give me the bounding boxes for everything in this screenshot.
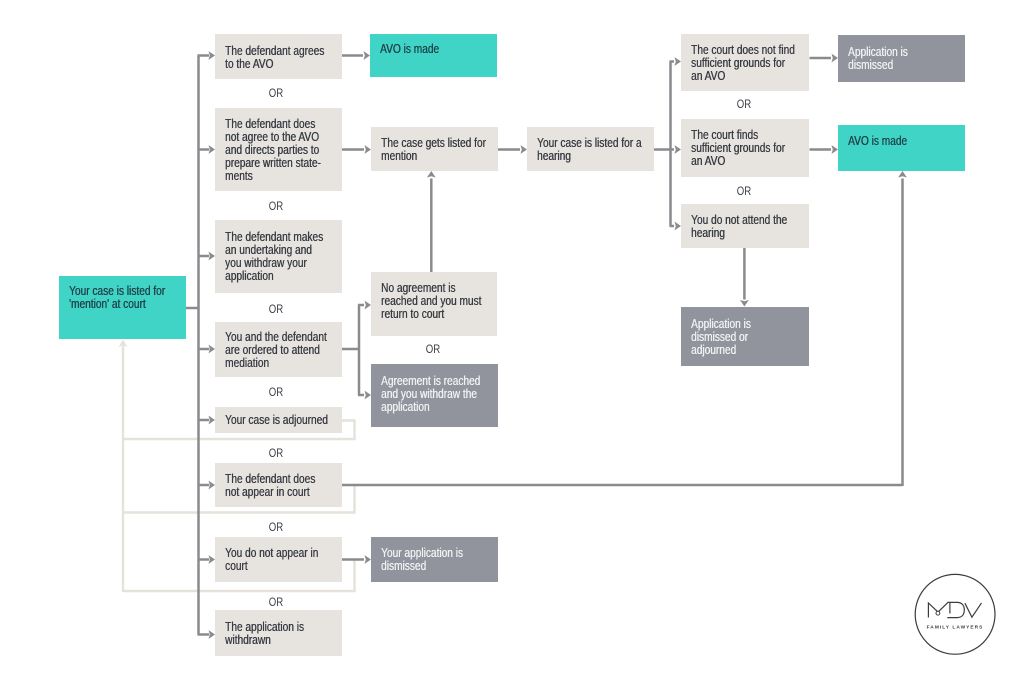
- svg-text:FAMILY LAWYERS: FAMILY LAWYERS: [927, 625, 984, 631]
